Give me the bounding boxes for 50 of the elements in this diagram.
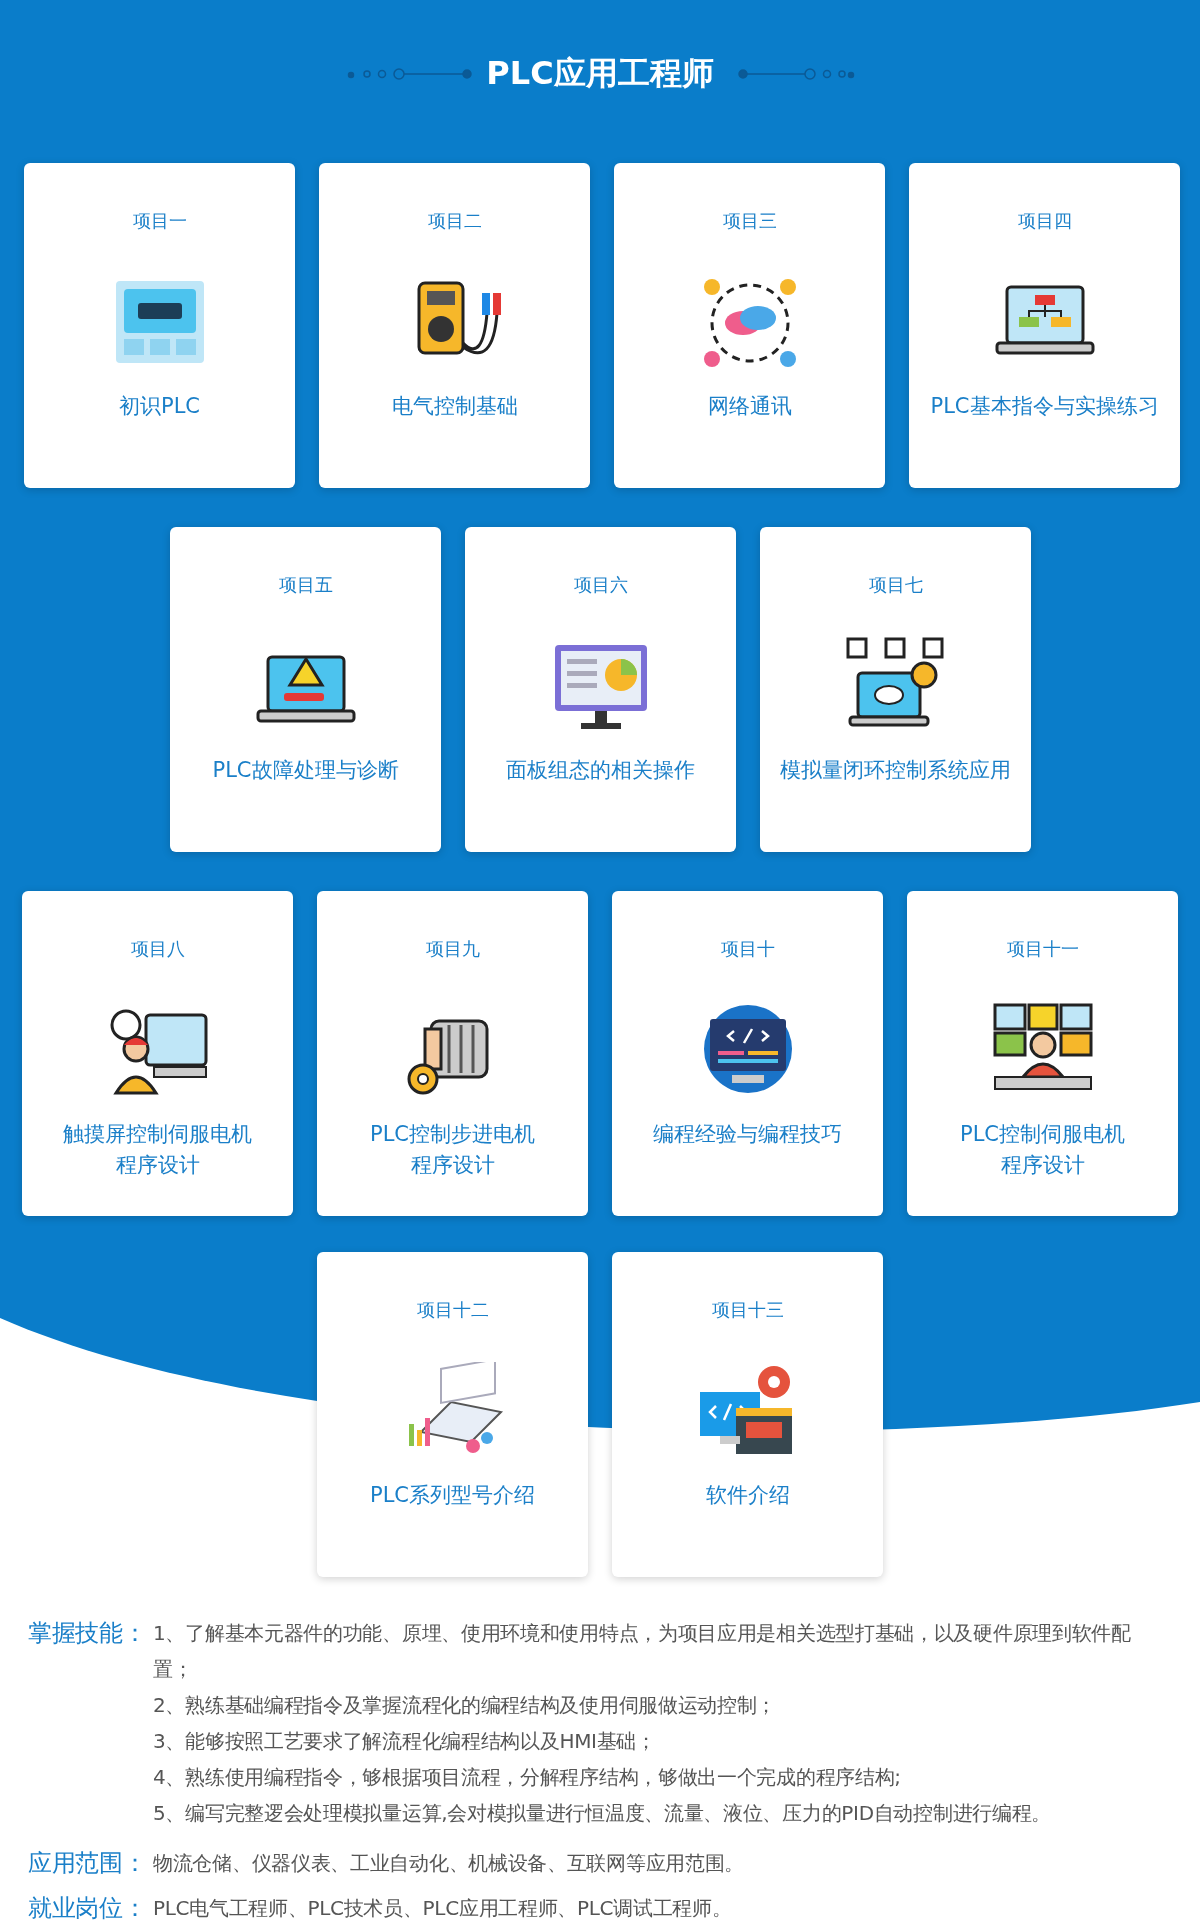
- project-card: [614, 163, 885, 488]
- project-card: [317, 1252, 588, 1577]
- section-heading: 应用范围：: [28, 1848, 147, 1879]
- section-text: 3、能够按照工艺要求了解流程化编程结构以及HMI基础；: [153, 1728, 657, 1755]
- project-card: [907, 891, 1178, 1216]
- project-number: 项目四: [1016, 209, 1073, 233]
- project-number: 项目五: [277, 573, 334, 597]
- project-number: 项目六: [572, 573, 629, 597]
- project-title: PLC基本指令与实操练习: [929, 393, 1160, 420]
- section-text: 1、了解基本元器件的功能、原埋、使用环境和使用特点，为项目应用是相关选型打基础，以及硬件原理到软件配置；: [153, 1620, 1132, 1683]
- project-card: [612, 891, 883, 1216]
- project-card: [612, 1252, 883, 1577]
- project-title: 触摸屏控制伺服电机程序设计: [62, 1121, 253, 1179]
- project-title: 编程经验与编程技巧: [652, 1121, 843, 1148]
- project-number: 项目八: [129, 937, 186, 961]
- project-title: PLC控制步进电机程序设计: [369, 1121, 536, 1179]
- project-title: 初识PLC: [118, 393, 201, 420]
- section-text: 5、编写完整逻会处理模拟量运算,会对模拟量进行恒温度、流量、液位、压力的PID自动控制进行编程。: [153, 1800, 1053, 1827]
- project-title: PLC系列型号介绍: [369, 1482, 536, 1509]
- project-card: [170, 527, 441, 852]
- project-number: 项目九: [424, 937, 481, 961]
- section-text: 4、熟练使用编程指令，够根据项目流程，分解程序结构，够做出一个完成的程序结构;: [153, 1764, 902, 1791]
- project-title: PLC故障处理与诊断: [211, 757, 400, 784]
- project-card: [24, 163, 295, 488]
- project-title: PLC控制伺服电机程序设计: [959, 1121, 1126, 1179]
- project-card: [317, 891, 588, 1216]
- project-number: 项目十: [719, 937, 776, 961]
- project-title: 面板组态的相关操作: [505, 757, 696, 784]
- project-number: 项目三: [721, 209, 778, 233]
- section-text: 物流仓储、仪器仪表、工业自动化、机械设备、互联网等应用范围。: [153, 1850, 745, 1877]
- section-text: 2、熟练基础编程指令及掌握流程化的编程结构及使用伺服做运动控制；: [153, 1692, 778, 1719]
- project-number: 项目七: [867, 573, 924, 597]
- section-heading: 掌握技能：: [28, 1618, 147, 1649]
- section-heading: 就业岗位：: [28, 1893, 147, 1924]
- project-title: 软件介绍: [704, 1482, 791, 1509]
- project-card: [760, 527, 1031, 852]
- project-number: 项目二: [426, 209, 483, 233]
- project-number: 项目一: [131, 209, 188, 233]
- project-number: 项目十二: [415, 1298, 490, 1322]
- section-text: PLC电气工程师、PLC技术员、PLC应用工程师、PLC调试工程师。: [153, 1895, 733, 1922]
- title: PLC应用工程师: [486, 54, 714, 92]
- project-card: [465, 527, 736, 852]
- project-title: 模拟量闭环控制系统应用: [779, 757, 1012, 784]
- project-card: [909, 163, 1180, 488]
- project-card: [319, 163, 590, 488]
- project-title: 电气控制基础: [390, 393, 519, 420]
- project-title: 网络通讯: [706, 393, 793, 420]
- project-card: [22, 891, 293, 1216]
- project-number: 项目十三: [710, 1298, 785, 1322]
- project-number: 项目十一: [1005, 937, 1080, 961]
